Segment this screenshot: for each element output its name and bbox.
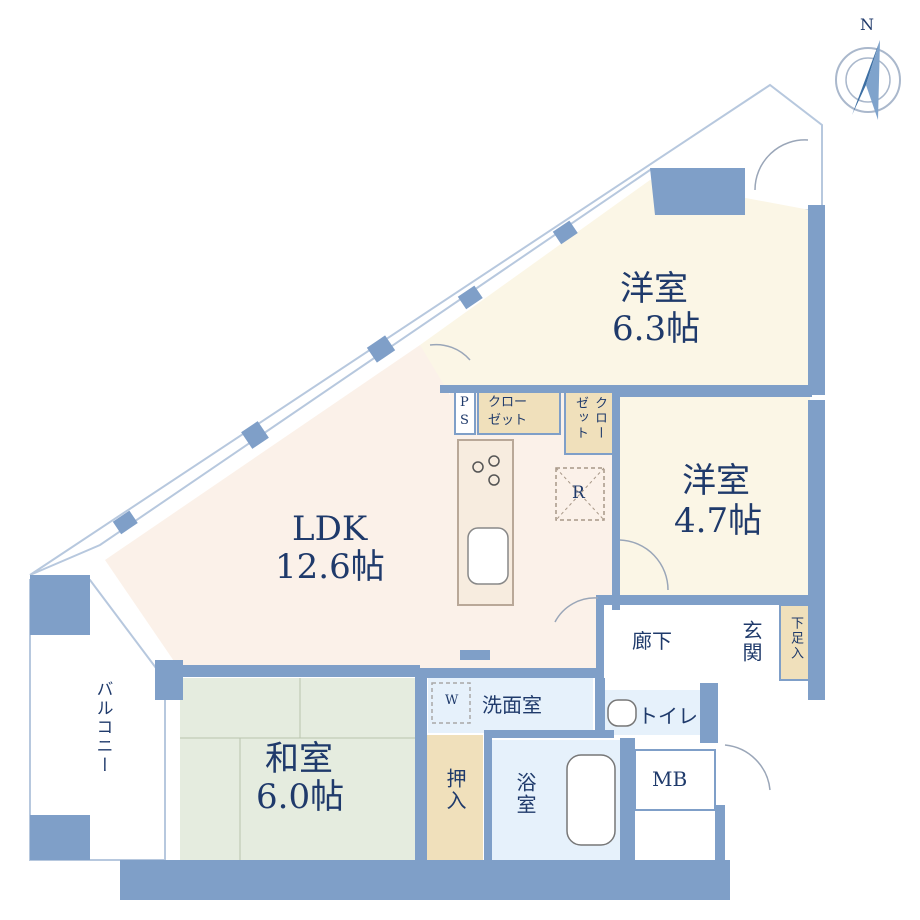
mb-box [634,749,716,811]
stove-burner [488,455,500,467]
washroom-label: 洗面室 [482,693,542,717]
closet-1-label-line1: クロー [488,395,528,410]
pipe-space-label-s: S [460,413,469,428]
walls [30,168,825,900]
door-swings [429,139,809,791]
western-room-2-floor [615,395,810,595]
stove-burner [488,474,500,486]
oshiire-floor [425,735,483,860]
stove-burner [472,461,484,473]
closet-2-label-col1: クロー [591,396,607,441]
fridge-space [555,467,605,521]
western-room-1-size: 6.3帖 [612,309,701,349]
western-room-1-floor [420,180,810,390]
washer-label: W [445,693,459,708]
toilet-bowl [607,699,637,727]
ldk-name: LDK [292,509,368,549]
genkan-floor [715,600,775,685]
western-room-2-name: 洋室 [682,461,750,501]
closet-1-label-line2: ゼット [488,413,528,428]
toilet-label: トイレ [638,704,698,728]
shoe-cabinet [779,604,811,681]
oshiire-label: 押入 [443,768,467,812]
washing-machine [431,682,471,724]
ldk-size: 12.6帖 [275,547,385,587]
western-room-2-size: 4.7帖 [674,501,763,541]
bath-label: 浴室 [513,772,537,816]
compass-icon [835,40,901,120]
closet-2-label-col2: ゼット [572,396,588,441]
pipe-space-label-p: P [460,395,469,410]
washitsu-name: 和室 [265,739,333,779]
compass-north-label: N [860,15,874,34]
washitsu-size: 6.0帖 [256,777,345,817]
hallway-floor [600,605,710,685]
mb-label: MB [652,767,688,791]
shoe-cabinet-label: 下足入 [787,616,803,661]
bathtub [566,754,616,846]
sink [467,527,509,585]
genkan-label: 玄関 [739,620,763,664]
balcony-label: バルコニー [92,680,113,775]
fridge-label: R [572,483,585,503]
hallway-label: 廊下 [632,629,672,653]
western-room-1-name: 洋室 [620,269,688,309]
washroom-floor [428,678,593,733]
